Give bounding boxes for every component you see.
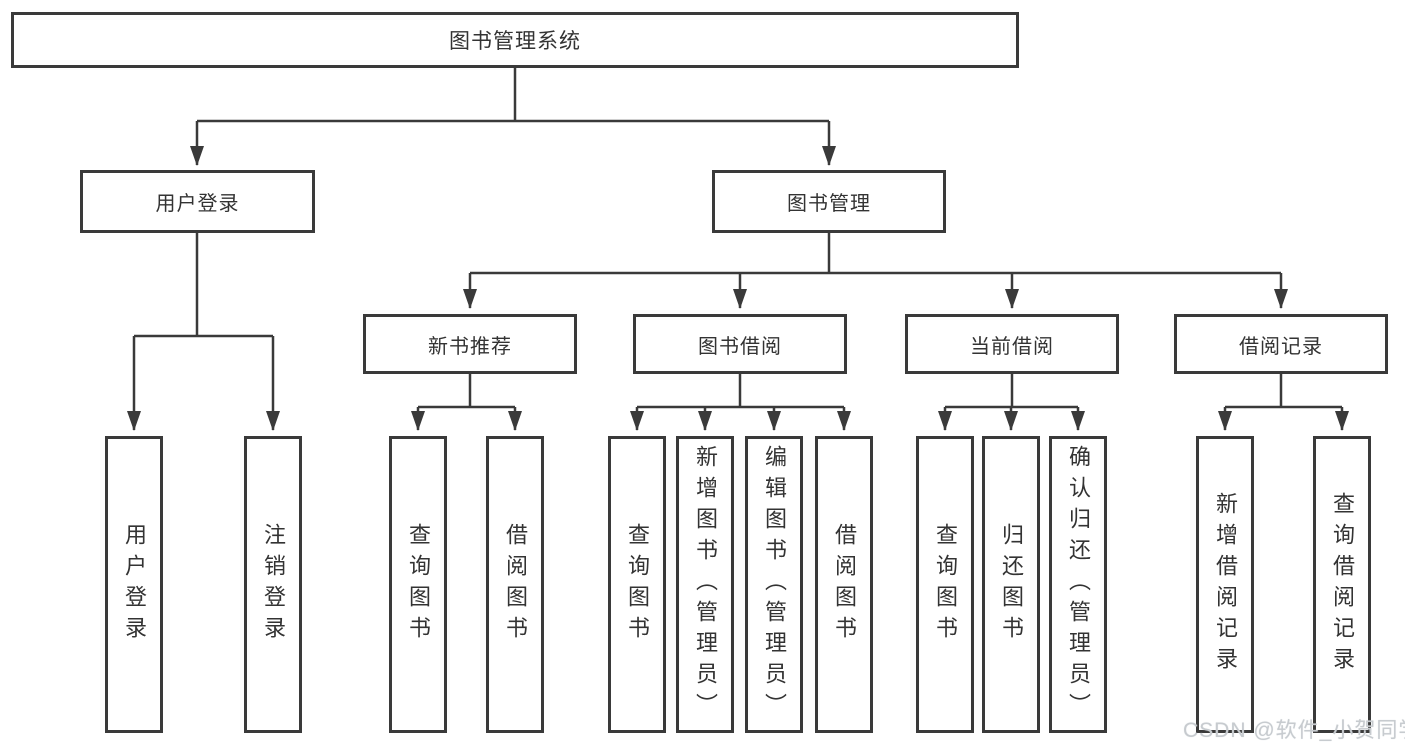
node-label: 编辑图书（管理员）: [762, 445, 787, 724]
node-label: 新增图书（管理员）: [693, 445, 718, 724]
csdn-watermark: CSDN @软件_小贺同学: [1183, 719, 1405, 742]
node-label: 借阅记录: [1239, 335, 1323, 358]
node-borrow-records: 借阅记录: [1174, 314, 1388, 374]
node-current-borrow: 当前借阅: [905, 314, 1119, 374]
node-label: 查询图书: [933, 522, 958, 647]
node-label: 查询借阅记录: [1330, 491, 1355, 678]
node-label: 新书推荐: [428, 335, 512, 358]
node-query-borrow-record: 查询借阅记录: [1313, 436, 1371, 733]
node-label: 归还图书: [999, 522, 1024, 647]
node-new-book-recommend: 新书推荐: [363, 314, 577, 374]
node-query-books: 查询图书: [389, 436, 447, 733]
node-book-borrow: 图书借阅: [633, 314, 847, 374]
node-label: 当前借阅: [970, 335, 1054, 358]
node-label: 借阅图书: [503, 522, 528, 647]
node-label: 图书管理系统: [449, 30, 581, 53]
node-add-borrow-record: 新增借阅记录: [1196, 436, 1254, 733]
node-user-login-leaf: 用户登录: [105, 436, 163, 733]
node-label: 用户登录: [122, 522, 147, 647]
node-label: 新增借阅记录: [1213, 491, 1238, 678]
node-logout: 注销登录: [244, 436, 302, 733]
node-edit-books-admin: 编辑图书（管理员）: [745, 436, 803, 733]
node-label: 用户登录: [155, 193, 240, 215]
node-query-books: 查询图书: [916, 436, 974, 733]
node-label: 确认归还（管理员）: [1066, 445, 1091, 724]
node-return-books: 归还图书: [982, 436, 1040, 733]
node-add-books-admin: 新增图书（管理员）: [676, 436, 734, 733]
node-label: 查询图书: [625, 522, 650, 647]
node-borrow-books: 借阅图书: [815, 436, 873, 733]
node-book-management: 图书管理: [712, 170, 946, 233]
node-query-books: 查询图书: [608, 436, 666, 733]
node-user-login: 用户登录: [80, 170, 315, 233]
node-label: 借阅图书: [832, 522, 857, 647]
node-library-management-system: 图书管理系统: [11, 12, 1019, 68]
node-label: 注销登录: [261, 522, 286, 647]
node-confirm-return-admin: 确认归还（管理员）: [1049, 436, 1107, 733]
node-label: 图书借阅: [698, 335, 782, 358]
node-label: 图书管理: [787, 193, 871, 215]
node-label: 查询图书: [406, 522, 431, 647]
node-borrow-books: 借阅图书: [486, 436, 544, 733]
